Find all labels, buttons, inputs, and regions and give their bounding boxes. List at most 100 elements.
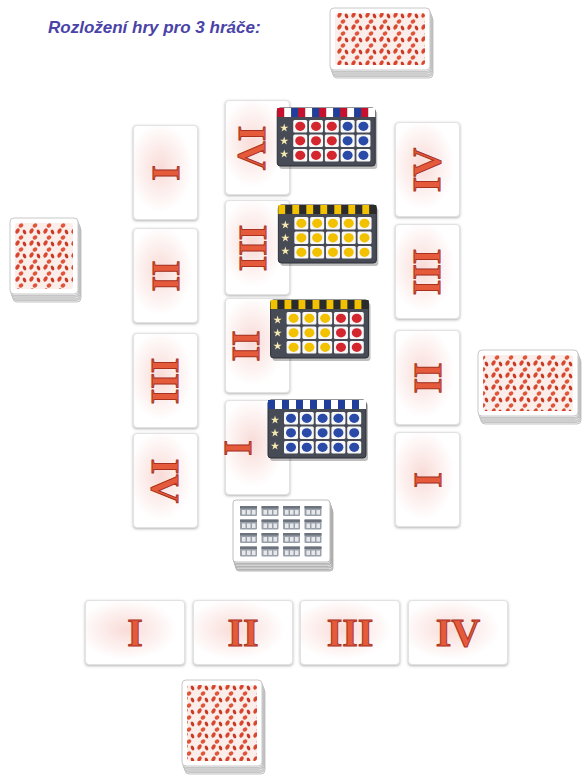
goods-item bbox=[296, 219, 306, 228]
stall-goods bbox=[284, 412, 298, 425]
stall-awning bbox=[324, 400, 331, 409]
tile-icon-roof bbox=[240, 547, 257, 550]
card-numeral: III bbox=[145, 357, 185, 404]
stall-goods bbox=[293, 120, 307, 133]
stall-star bbox=[280, 150, 288, 158]
tile-icon-window bbox=[242, 524, 246, 529]
tile-stack bbox=[233, 500, 333, 571]
stall-awning bbox=[320, 205, 327, 214]
goods-item bbox=[352, 343, 362, 352]
tile-icon-window bbox=[242, 537, 246, 542]
tile-icon-window bbox=[285, 537, 289, 542]
goods-slot bbox=[294, 232, 308, 245]
stall-awning bbox=[268, 400, 275, 409]
tile-icon-body bbox=[262, 520, 279, 530]
tile-icon-body bbox=[283, 533, 300, 543]
tile-icon-window bbox=[247, 510, 251, 515]
stall-awning bbox=[312, 108, 319, 117]
deck-edge bbox=[331, 10, 431, 72]
goods-slot bbox=[310, 246, 324, 259]
stall-awning bbox=[348, 205, 355, 214]
stall-goods bbox=[287, 341, 301, 354]
goods-item bbox=[312, 219, 322, 228]
stall-goods bbox=[302, 312, 316, 325]
stall-goods bbox=[356, 120, 370, 133]
goods-item bbox=[349, 414, 359, 423]
goods-slot bbox=[300, 412, 314, 425]
stall-goods bbox=[358, 246, 372, 259]
deck-edge bbox=[183, 682, 263, 768]
goods-slot bbox=[342, 246, 356, 259]
goods-item bbox=[320, 314, 330, 323]
stall-awning bbox=[306, 205, 313, 214]
tile-icon-roof bbox=[262, 533, 279, 536]
tile-icon-body bbox=[283, 547, 300, 557]
goods-item bbox=[304, 328, 314, 337]
numbered-card: IV bbox=[395, 122, 460, 217]
goods-item bbox=[360, 248, 370, 257]
goods-item bbox=[289, 328, 299, 337]
stall-awning bbox=[292, 205, 299, 214]
tile-icon-window bbox=[312, 551, 316, 556]
tile-icon-roof bbox=[283, 506, 300, 509]
tile-icon-roof bbox=[305, 520, 322, 523]
goods-item bbox=[289, 314, 299, 323]
goods-item bbox=[333, 414, 343, 423]
deck-edge bbox=[480, 355, 580, 421]
goods-item bbox=[360, 233, 370, 242]
stall-goods bbox=[294, 246, 308, 259]
goods-item bbox=[327, 122, 337, 131]
goods-slot bbox=[341, 135, 355, 148]
tile-icon bbox=[305, 533, 322, 543]
goods-item bbox=[349, 443, 359, 452]
goods-slot bbox=[310, 232, 324, 245]
stall-goods bbox=[318, 341, 332, 354]
goods-slot bbox=[325, 120, 339, 133]
stall-shadow bbox=[280, 208, 378, 266]
stall-goods bbox=[356, 149, 370, 162]
numbered-card: IV bbox=[408, 600, 508, 665]
goods-slot bbox=[294, 246, 308, 259]
numbered-card: III bbox=[395, 224, 460, 319]
tile-icon-body bbox=[305, 547, 322, 557]
stall-awning bbox=[271, 300, 278, 309]
tile-icon-window bbox=[290, 510, 294, 515]
stall-awning bbox=[305, 108, 312, 117]
stall-goods bbox=[334, 312, 348, 325]
card-numeral: II bbox=[145, 260, 185, 291]
goods-slot bbox=[331, 441, 345, 454]
tile-icon-body bbox=[240, 547, 257, 557]
stall-goods bbox=[347, 427, 361, 440]
stall-awning bbox=[296, 400, 303, 409]
stall-goods bbox=[334, 327, 348, 340]
goods-slot bbox=[316, 441, 330, 454]
stall-awning bbox=[282, 400, 289, 409]
deck-edge bbox=[11, 220, 79, 296]
stall-frame bbox=[278, 205, 376, 263]
card-numeral: III bbox=[233, 224, 273, 271]
stall-awning bbox=[355, 300, 362, 309]
goods-slot bbox=[293, 120, 307, 133]
diagram-title: Rozložení hry pro 3 hráče: bbox=[48, 18, 261, 38]
stall-awning bbox=[369, 205, 376, 214]
tile-icon-window bbox=[290, 551, 294, 556]
numbered-card: IV bbox=[133, 433, 198, 528]
tile-icon-window bbox=[247, 524, 251, 529]
tile-icon-window bbox=[285, 524, 289, 529]
stall-goods bbox=[309, 120, 323, 133]
goods-item bbox=[333, 428, 343, 437]
numbered-card: IV bbox=[225, 100, 290, 195]
tile-icon-roof bbox=[240, 506, 257, 509]
card-deck bbox=[330, 8, 433, 78]
goods-slot bbox=[326, 232, 340, 245]
stall-awning bbox=[362, 300, 369, 309]
tile-icon bbox=[240, 520, 257, 530]
goods-item bbox=[358, 151, 368, 160]
stall-goods bbox=[300, 441, 314, 454]
stall-awning bbox=[340, 108, 347, 117]
goods-item bbox=[295, 151, 305, 160]
stall-goods bbox=[350, 341, 364, 354]
goods-slot bbox=[294, 217, 308, 230]
goods-slot bbox=[356, 120, 370, 133]
deck-edge bbox=[479, 353, 579, 419]
